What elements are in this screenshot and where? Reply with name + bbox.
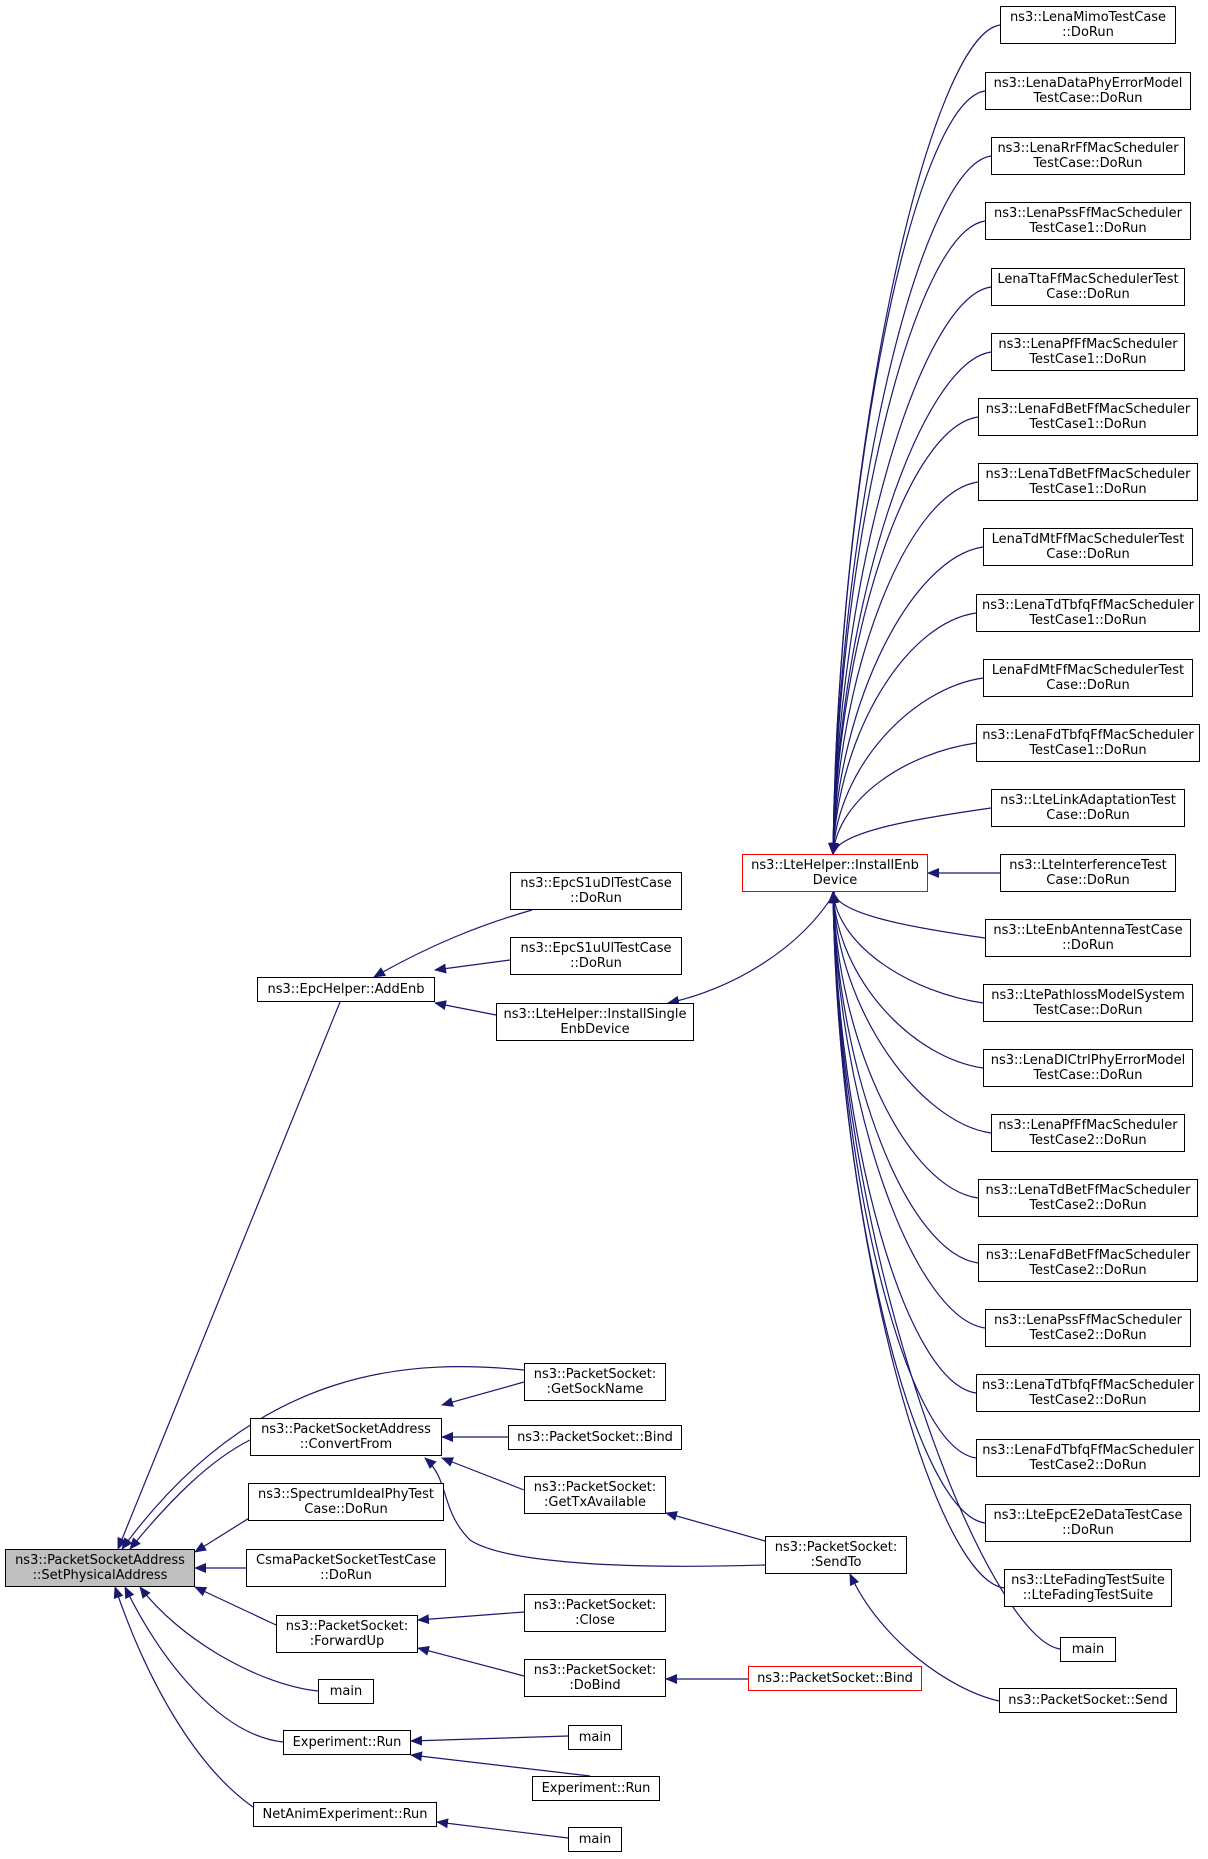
node-main-d[interactable]: main	[1060, 1637, 1116, 1662]
edge-22	[410, 1751, 591, 1777]
edge-install-enb-20	[828, 891, 986, 1329]
node-lena-rr-ff-mac-scheduler[interactable]: ns3::LenaRrFfMacScheduler TestCase::DoRu…	[991, 137, 1185, 175]
node-epc-s1u-ul-test[interactable]: ns3::EpcS1uUlTestCase ::DoRun	[510, 937, 682, 975]
node-lena-td-mt-ff-mac-scheduler[interactable]: LenaTdMtFfMacSchedulerTest Case::DoRun	[983, 528, 1193, 566]
node-packet-socket-do-bind[interactable]: ns3::PacketSocket: :DoBind	[524, 1659, 666, 1697]
node-lte-helper-install-enb-device[interactable]: ns3::LteHelper::InstallEnb Device	[742, 854, 928, 892]
node-root[interactable]: ns3::PacketSocketAddress ::SetPhysicalAd…	[5, 1549, 195, 1587]
node-packet-socket-bind-b[interactable]: ns3::PacketSocket::Bind	[748, 1666, 922, 1691]
edge-install-enb-16	[828, 891, 984, 1069]
edge-install-enb-4	[828, 286, 992, 855]
node-lena-dl-ctrl-phy-error-model[interactable]: ns3::LenaDlCtrlPhyErrorModel TestCase::D…	[983, 1049, 1193, 1087]
node-packet-socket-send[interactable]: ns3::PacketSocket::Send	[999, 1688, 1177, 1713]
node-lena-fd-bet-ff-mac-scheduler-2[interactable]: ns3::LenaFdBetFfMacScheduler TestCase2::…	[978, 1244, 1198, 1282]
edge-install-enb-15	[829, 891, 984, 1004]
node-lte-pathloss-model-system[interactable]: ns3::LtePathlossModelSystem TestCase::Do…	[983, 984, 1193, 1022]
node-lte-interference-test[interactable]: ns3::LteInterferenceTest Case::DoRun	[1000, 854, 1176, 892]
node-main-c[interactable]: main	[568, 1827, 622, 1852]
node-lena-td-tbfq-ff-mac-scheduler-1[interactable]: ns3::LenaTdTbfqFfMacScheduler TestCase1:…	[976, 594, 1200, 632]
edge-install-enb-6	[828, 416, 979, 855]
edge-install-enb-12	[830, 807, 992, 855]
edge-install-enb-8	[828, 546, 984, 855]
node-lena-pf-ff-mac-scheduler-2[interactable]: ns3::LenaPfFfMacScheduler TestCase2::DoR…	[991, 1114, 1185, 1152]
edge-9	[373, 909, 533, 978]
node-epc-add-enb[interactable]: ns3::EpcHelper::AddEnb	[257, 977, 435, 1002]
edge-14	[441, 1457, 525, 1491]
edge-20	[849, 1573, 1000, 1702]
node-lena-data-phy-error-model[interactable]: ns3::LenaDataPhyErrorModel TestCase::DoR…	[985, 72, 1191, 110]
edge-install-enb-1	[828, 90, 986, 855]
node-experiment-run-b[interactable]: Experiment::Run	[532, 1776, 660, 1801]
edge-2	[129, 1439, 251, 1550]
edge-install-enb-2	[828, 155, 992, 855]
node-lena-fd-mt-ff-mac-scheduler[interactable]: LenaFdMtFfMacSchedulerTest Case::DoRun	[983, 659, 1193, 697]
edge-23	[436, 1818, 569, 1839]
node-packet-socket-forward-up[interactable]: ns3::PacketSocket: :ForwardUp	[276, 1615, 418, 1653]
edge-install-enb-14	[830, 891, 986, 939]
edge-install-enb-17	[828, 891, 992, 1134]
edge-24	[667, 891, 836, 1006]
node-netanim-experiment-run[interactable]: NetAnimExperiment::Run	[253, 1802, 437, 1827]
edge-install-enb-5	[828, 351, 992, 855]
edge-install-enb-11	[829, 742, 977, 855]
edge-install-enb-23	[828, 891, 986, 1524]
edge-21	[410, 1735, 569, 1746]
node-spectrum-ideal-phy-test[interactable]: ns3::SpectrumIdealPhyTest Case::DoRun	[248, 1483, 444, 1521]
edge-install-enb-10	[828, 677, 984, 855]
node-packet-socket-get-sock-name[interactable]: ns3::PacketSocket: :GetSockName	[524, 1363, 666, 1401]
node-lte-epc-e2e-data-test[interactable]: ns3::LteEpcE2eDataTestCase ::DoRun	[985, 1504, 1191, 1542]
edge-install-enb-19	[828, 891, 979, 1264]
node-lena-mimo-test[interactable]: ns3::LenaMimoTestCase ::DoRun	[1000, 6, 1176, 44]
edge-10	[434, 959, 511, 974]
node-main-b[interactable]: main	[568, 1725, 622, 1750]
node-lte-fading-test-suite[interactable]: ns3::LteFadingTestSuite ::LteFadingTestS…	[1004, 1569, 1172, 1607]
node-lena-td-bet-ff-mac-scheduler-2[interactable]: ns3::LenaTdBetFfMacScheduler TestCase2::…	[978, 1179, 1198, 1217]
edge-install-enb-7	[828, 481, 979, 855]
edge-install-enb-9	[828, 612, 977, 855]
node-main-a[interactable]: main	[318, 1679, 374, 1704]
node-lena-fd-tbfq-ff-mac-scheduler-2[interactable]: ns3::LenaFdTbfqFfMacScheduler TestCase2:…	[976, 1439, 1200, 1477]
edge-install-enb-25	[828, 891, 1061, 1650]
node-lte-enb-antenna-test[interactable]: ns3::LteEnbAntennaTestCase ::DoRun	[985, 919, 1191, 957]
node-packet-socket-close[interactable]: ns3::PacketSocket: :Close	[524, 1594, 666, 1632]
node-lena-fd-bet-ff-mac-scheduler-1[interactable]: ns3::LenaFdBetFfMacScheduler TestCase1::…	[978, 398, 1198, 436]
edge-11	[434, 1000, 497, 1016]
edge-install-enb-18	[828, 891, 979, 1199]
node-lena-tta-ff-mac-scheduler[interactable]: LenaTtaFfMacSchedulerTest Case::DoRun	[991, 268, 1185, 306]
edge-6	[139, 1586, 319, 1692]
node-packet-socket-send-to[interactable]: ns3::PacketSocket: :SendTo	[765, 1536, 907, 1574]
node-lena-fd-tbfq-ff-mac-scheduler-1[interactable]: ns3::LenaFdTbfqFfMacScheduler TestCase1:…	[976, 724, 1200, 762]
edge-18	[417, 1645, 525, 1677]
edge-1	[121, 1366, 525, 1550]
edge-0	[117, 1001, 341, 1550]
node-lena-td-bet-ff-mac-scheduler-1[interactable]: ns3::LenaTdBetFfMacScheduler TestCase1::…	[978, 463, 1198, 501]
edge-install-enb-24	[828, 891, 1005, 1589]
edge-install-enb-21	[828, 891, 977, 1394]
edge-install-enb-3	[828, 220, 986, 855]
edge-7	[124, 1586, 284, 1743]
edge-install-enb-0	[828, 24, 1001, 855]
node-csma-packet-socket-test[interactable]: CsmaPacketSocketTestCase ::DoRun	[246, 1549, 446, 1587]
edge-16	[665, 1511, 766, 1542]
node-packet-socket-address-convert-from[interactable]: ns3::PacketSocketAddress ::ConvertFrom	[250, 1418, 442, 1456]
node-lte-link-adaptation-test[interactable]: ns3::LteLinkAdaptationTest Case::DoRun	[991, 789, 1185, 827]
node-lena-pss-ff-mac-scheduler-1[interactable]: ns3::LenaPssFfMacScheduler TestCase1::Do…	[985, 202, 1191, 240]
edge-12	[441, 1381, 525, 1407]
node-experiment-run[interactable]: Experiment::Run	[283, 1730, 411, 1755]
edge-17	[417, 1611, 525, 1625]
edge-8	[113, 1586, 254, 1808]
node-lena-td-tbfq-ff-mac-scheduler-2[interactable]: ns3::LenaTdTbfqFfMacScheduler TestCase2:…	[976, 1374, 1200, 1412]
node-packet-socket-get-tx-available[interactable]: ns3::PacketSocket: :GetTxAvailable	[524, 1476, 666, 1514]
node-epc-s1u-dl-test[interactable]: ns3::EpcS1uDlTestCase ::DoRun	[510, 872, 682, 910]
node-lena-pf-ff-mac-scheduler-1[interactable]: ns3::LenaPfFfMacScheduler TestCase1::DoR…	[991, 333, 1185, 371]
node-packet-socket-bind-a[interactable]: ns3::PacketSocket::Bind	[508, 1425, 682, 1450]
edge-5	[194, 1586, 277, 1626]
node-lena-pss-ff-mac-scheduler-2[interactable]: ns3::LenaPssFfMacScheduler TestCase2::Do…	[985, 1309, 1191, 1347]
node-lte-helper-install-single[interactable]: ns3::LteHelper::InstallSingle EnbDevice	[496, 1003, 694, 1041]
